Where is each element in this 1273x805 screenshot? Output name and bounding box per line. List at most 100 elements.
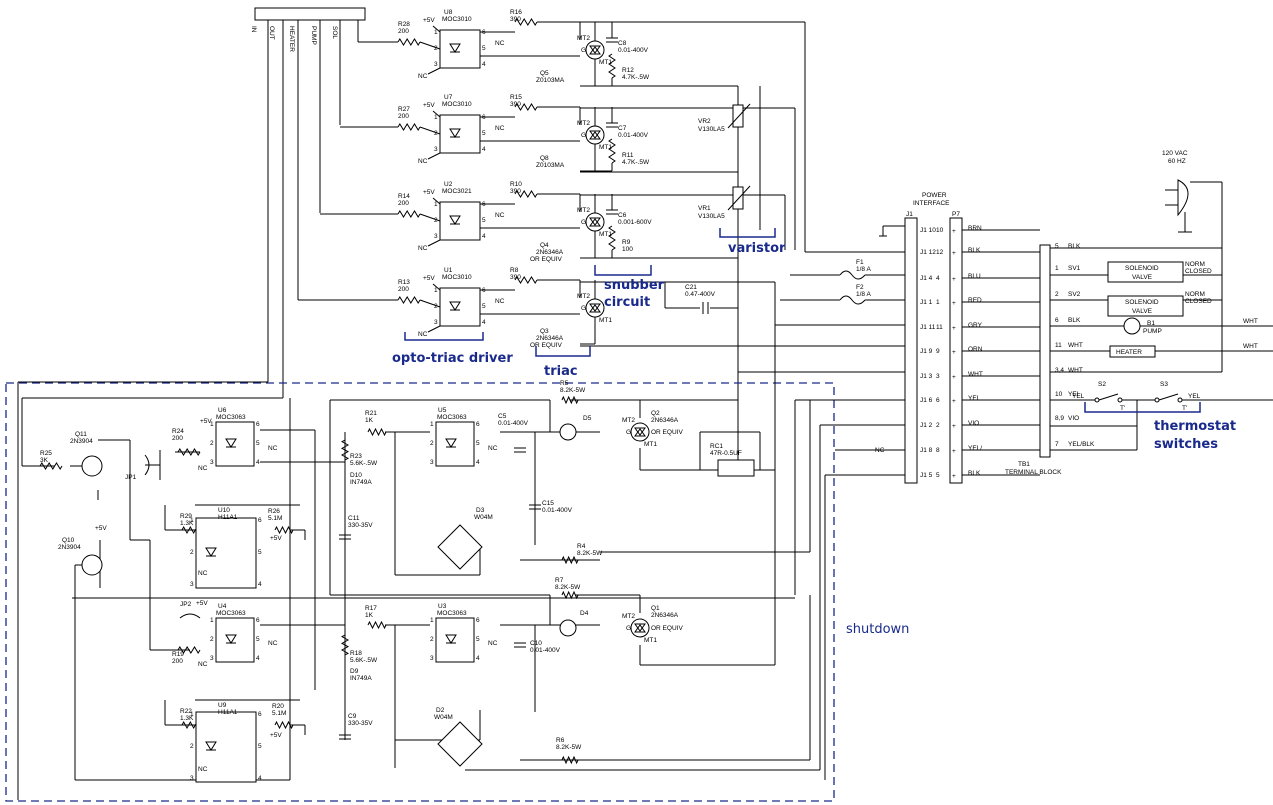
label: 4: [476, 459, 480, 466]
label: 0.01-400V: [498, 420, 529, 427]
annotation-thermostat-2: switches: [1154, 437, 1218, 452]
resistor-icon: [608, 53, 616, 79]
resistor-icon: [177, 646, 201, 654]
p7-pin: 5: [936, 472, 940, 479]
label: 5: [256, 636, 260, 643]
label: 8.2K-5W: [556, 744, 582, 751]
label: 390: [510, 274, 521, 281]
triac-icon: [585, 125, 605, 145]
label: 1K: [365, 612, 374, 619]
label: G: [626, 625, 631, 632]
label: 3: [434, 233, 438, 240]
label: Z0103MA: [536, 162, 565, 169]
tb-term: 3,4: [1055, 367, 1064, 374]
label: NC: [198, 661, 208, 668]
label: MT1: [644, 441, 657, 448]
svg-text:SOLENOID: SOLENOID: [1125, 299, 1159, 306]
connector-label-sol: SOL: [331, 26, 338, 39]
annotation-varistor: varistor: [728, 241, 786, 256]
label: G: [581, 47, 586, 54]
plus-mark: +: [952, 374, 956, 381]
label: 1.3K: [180, 520, 194, 527]
tb-term: 5: [1055, 243, 1059, 250]
label: 390: [510, 16, 521, 23]
label: MOC3063: [216, 414, 246, 421]
pump-b1: B1 PUMP WHT: [1050, 317, 1273, 335]
label: R8: [510, 267, 519, 274]
label: R22: [180, 708, 192, 715]
label: R23: [350, 453, 362, 460]
label: R28: [398, 21, 410, 28]
resistor-icon: [39, 462, 63, 470]
label: MT1: [599, 231, 612, 238]
label: R7: [555, 577, 564, 584]
label: OR EQUIV: [530, 256, 562, 263]
connector-label-pump: PUMP: [310, 26, 317, 45]
label: 5: [482, 217, 486, 224]
label: NC: [495, 40, 505, 47]
led-icon: [449, 43, 461, 53]
svg-text:P7: P7: [952, 211, 960, 218]
tb-label: BLK: [1068, 317, 1081, 324]
label: 2: [434, 130, 438, 137]
label: 2: [210, 636, 214, 643]
label: 330-35V: [348, 720, 373, 727]
tb-label: SV1: [1068, 265, 1081, 272]
wire-color: BLU: [968, 273, 981, 280]
label: C9: [348, 713, 357, 720]
svg-text:POWER: POWER: [922, 192, 947, 199]
led-icon: [449, 128, 461, 138]
label: U1: [444, 267, 453, 274]
svg-text:VALVE: VALVE: [1132, 274, 1153, 281]
svg-text:NORM: NORM: [1185, 261, 1205, 268]
label: +5V: [196, 600, 208, 607]
wire-color: BRN: [968, 225, 982, 232]
svg-text:VR2: VR2: [698, 118, 711, 125]
tb-term: 6: [1055, 317, 1059, 324]
label: 2: [434, 45, 438, 52]
plus-mark: +: [952, 300, 956, 307]
label: 8.2K-5W: [560, 387, 586, 394]
channel-2: 123654U2MOC3021+5VR14200NCR10390NCMT2GMT…: [320, 181, 652, 263]
label: R18: [350, 650, 362, 657]
svg-text:J1: J1: [906, 211, 913, 218]
label: 200: [398, 113, 409, 120]
label: +5V: [270, 732, 282, 739]
j1-pin: J1 10: [920, 227, 936, 234]
jumper-jp2-icon: [179, 613, 201, 619]
label: +5V: [423, 275, 435, 282]
label: D3: [476, 507, 485, 514]
label: R13: [398, 279, 410, 286]
label: R6: [556, 737, 565, 744]
label: MT2: [577, 120, 590, 127]
j1-pin: J1 1: [920, 299, 933, 306]
label: MT2: [622, 417, 635, 424]
j1-pin: J1 9: [920, 348, 933, 355]
diode-d5-icon: [559, 423, 577, 441]
label: U3: [438, 603, 447, 610]
optocoupler: [439, 114, 481, 154]
label: R27: [398, 106, 410, 113]
label: 2N6346A: [536, 249, 564, 256]
label: 1: [434, 29, 438, 36]
led-icon: [205, 741, 217, 751]
j1-pin: J1 3: [920, 373, 933, 380]
label: JP2: [180, 601, 192, 608]
svg-text:VR1: VR1: [698, 205, 711, 212]
label: R15: [510, 94, 522, 101]
resistor-icon: [340, 634, 350, 656]
bridge-d2-icon: [437, 721, 483, 767]
label: 1: [434, 201, 438, 208]
label: 4: [482, 146, 486, 153]
label: +5V: [95, 525, 107, 532]
label: 4: [256, 655, 260, 662]
label: 2N6346A: [651, 612, 679, 619]
label: 5: [258, 743, 262, 750]
svg-text:TERMINAL BLOCK: TERMINAL BLOCK: [1005, 469, 1062, 476]
label: R16: [510, 9, 522, 16]
label: R4: [577, 543, 586, 550]
plus-mark: +: [952, 349, 956, 356]
solenoid-valve-sv1: SOLENOID VALVE NORM CLOSED: [1050, 261, 1222, 283]
label: U2: [444, 181, 453, 188]
